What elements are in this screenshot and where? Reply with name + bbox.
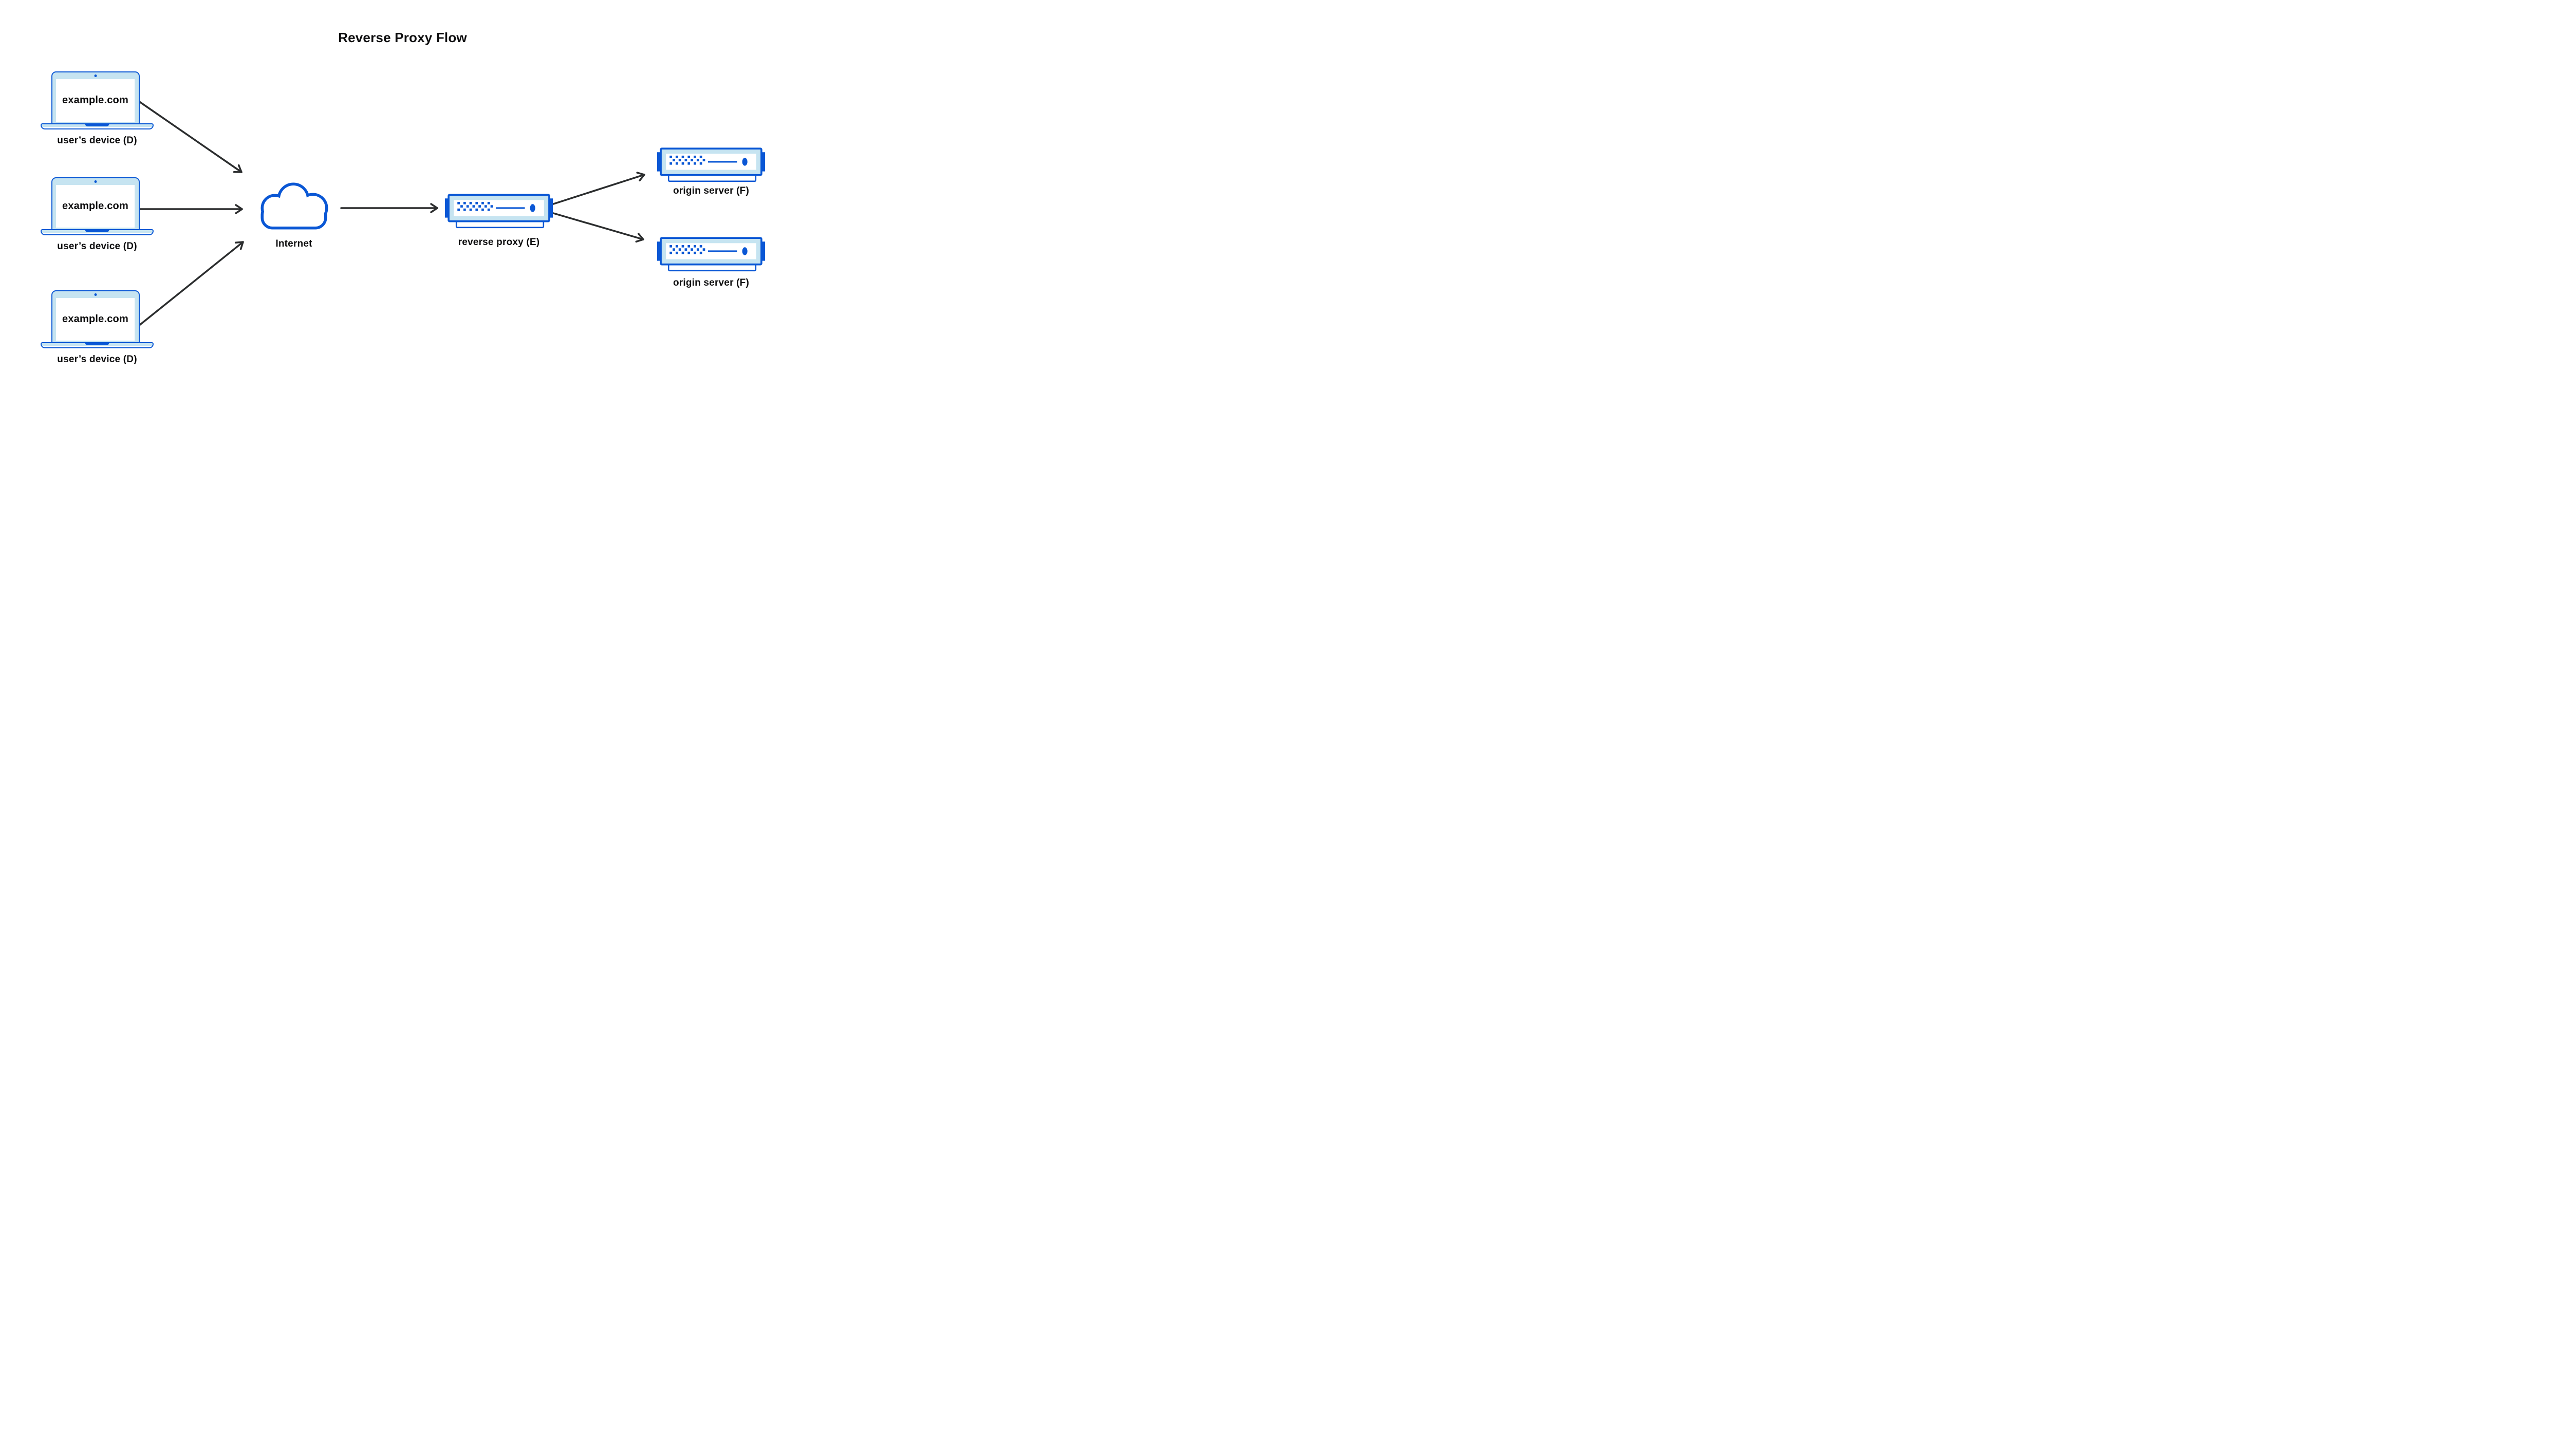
user-device-node-2: example.com user’s device (D): [41, 177, 154, 259]
internet-label: Internet: [275, 238, 312, 249]
diagram-canvas: Reverse Proxy Flow example.com user’s de…: [0, 0, 805, 403]
laptop-lid-icon: example.com: [51, 290, 140, 344]
laptop-camera-dot: [94, 293, 97, 296]
device-screen-text: example.com: [62, 95, 128, 106]
origin-server-icon-1: [657, 147, 765, 183]
arrow-proxy-to-origin2: [552, 212, 644, 243]
laptop-base: [41, 123, 154, 129]
arrow-device1-to-internet: [138, 100, 243, 173]
flow-arrows-layer: [138, 100, 645, 327]
diagram-title: Reverse Proxy Flow: [338, 30, 467, 45]
device-screen-text: example.com: [62, 313, 128, 325]
laptop-screen: example.com: [56, 185, 135, 228]
device-screen-text: example.com: [62, 200, 128, 212]
user-device-node-1: example.com user’s device (D): [41, 71, 154, 154]
device-label: user’s device (D): [57, 241, 137, 252]
laptop-hinge-notch: [85, 230, 109, 232]
internet-cloud-icon: [260, 182, 328, 230]
arrow-proxy-to-origin1: [552, 172, 645, 205]
laptop-lid-icon: example.com: [51, 177, 140, 231]
reverse-proxy-server-icon: [445, 194, 553, 229]
laptop-camera-dot: [94, 74, 97, 77]
laptop-lid-icon: example.com: [51, 71, 140, 125]
device-label: user’s device (D): [57, 354, 137, 365]
laptop-base: [41, 342, 154, 348]
reverse-proxy-label: reverse proxy (E): [458, 237, 540, 248]
laptop-hinge-notch: [85, 343, 109, 345]
laptop-screen: example.com: [56, 79, 135, 122]
arrow-device3-to-internet: [138, 241, 244, 327]
origin-server-label-2: origin server (F): [673, 277, 750, 288]
origin-server-icon-2: [657, 237, 765, 272]
laptop-screen: example.com: [56, 298, 135, 341]
user-device-node-3: example.com user’s device (D): [41, 290, 154, 372]
device-label: user’s device (D): [57, 135, 137, 146]
origin-server-label-1: origin server (F): [673, 185, 750, 196]
laptop-camera-dot: [94, 180, 97, 183]
laptop-base: [41, 229, 154, 235]
laptop-hinge-notch: [85, 124, 109, 126]
